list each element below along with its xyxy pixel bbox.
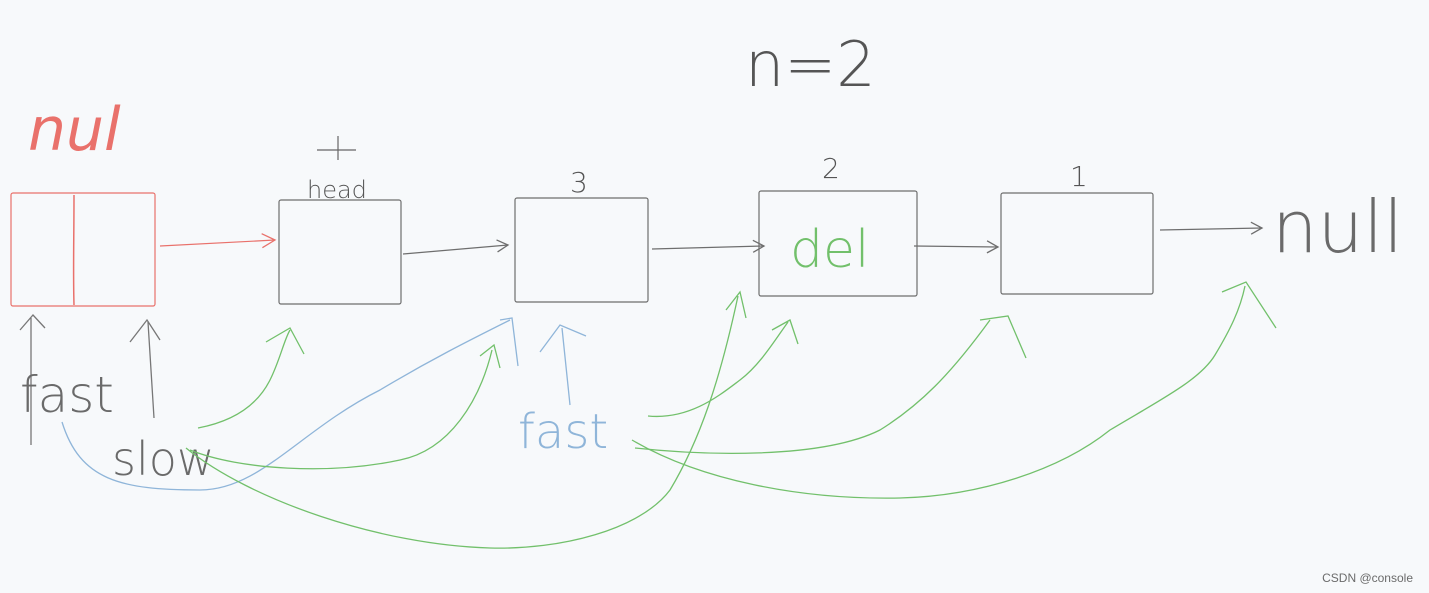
slow-to-node3-curve [189, 343, 501, 470]
head-node-box [278, 199, 402, 305]
node1-to-null-arrow [1159, 221, 1264, 235]
node-3-box [514, 197, 649, 303]
fast-mid-pointer: fast [518, 324, 608, 460]
fast-mid-label: fast [518, 404, 608, 460]
movement-curves-green [185, 281, 1277, 549]
slow-to-node2-curve [185, 290, 747, 549]
node-3-number: 3 [570, 166, 588, 199]
dummy-node-box [10, 192, 156, 307]
node-3: 3 [514, 166, 649, 303]
dummy-to-head-arrow [159, 233, 277, 249]
dummy-node: nul [10, 95, 156, 307]
fast-up-arrow [19, 314, 46, 445]
slow-up-arrow [129, 318, 161, 419]
node-2: 2 del [758, 152, 918, 297]
node2-to-node1-arrow [913, 240, 1000, 254]
watermark: CSDN @console [1322, 571, 1413, 585]
fast-start-label: fast [20, 366, 114, 424]
node3-to-node2-arrow [651, 239, 766, 253]
head-node: head [278, 136, 402, 305]
start-pointers: fast slow [19, 314, 215, 486]
node-1-box [1000, 192, 1154, 295]
slow-start-label: slow [112, 432, 215, 486]
n-equals-label: n=2 [745, 28, 876, 101]
node-1: 1 [1000, 160, 1154, 295]
head-tick-mark [317, 136, 356, 160]
fast-to-node2-curve [647, 319, 799, 418]
fast-to-null-curve [631, 281, 1277, 499]
node-2-box [758, 190, 918, 297]
fast-move-curve-blue [61, 317, 519, 491]
head-to-node3-arrow [402, 239, 510, 255]
dummy-null-label: nul [28, 95, 121, 165]
node-1-number: 1 [1070, 160, 1088, 193]
node-2-number: 2 [822, 152, 840, 185]
fast-to-node1-curve [634, 315, 1027, 454]
tail-null-label: null [1272, 185, 1403, 269]
fast-mid-up-arrow [539, 324, 587, 406]
slow-to-head-curve [197, 327, 305, 429]
head-label: head [307, 176, 367, 204]
delete-label: del [790, 220, 869, 280]
